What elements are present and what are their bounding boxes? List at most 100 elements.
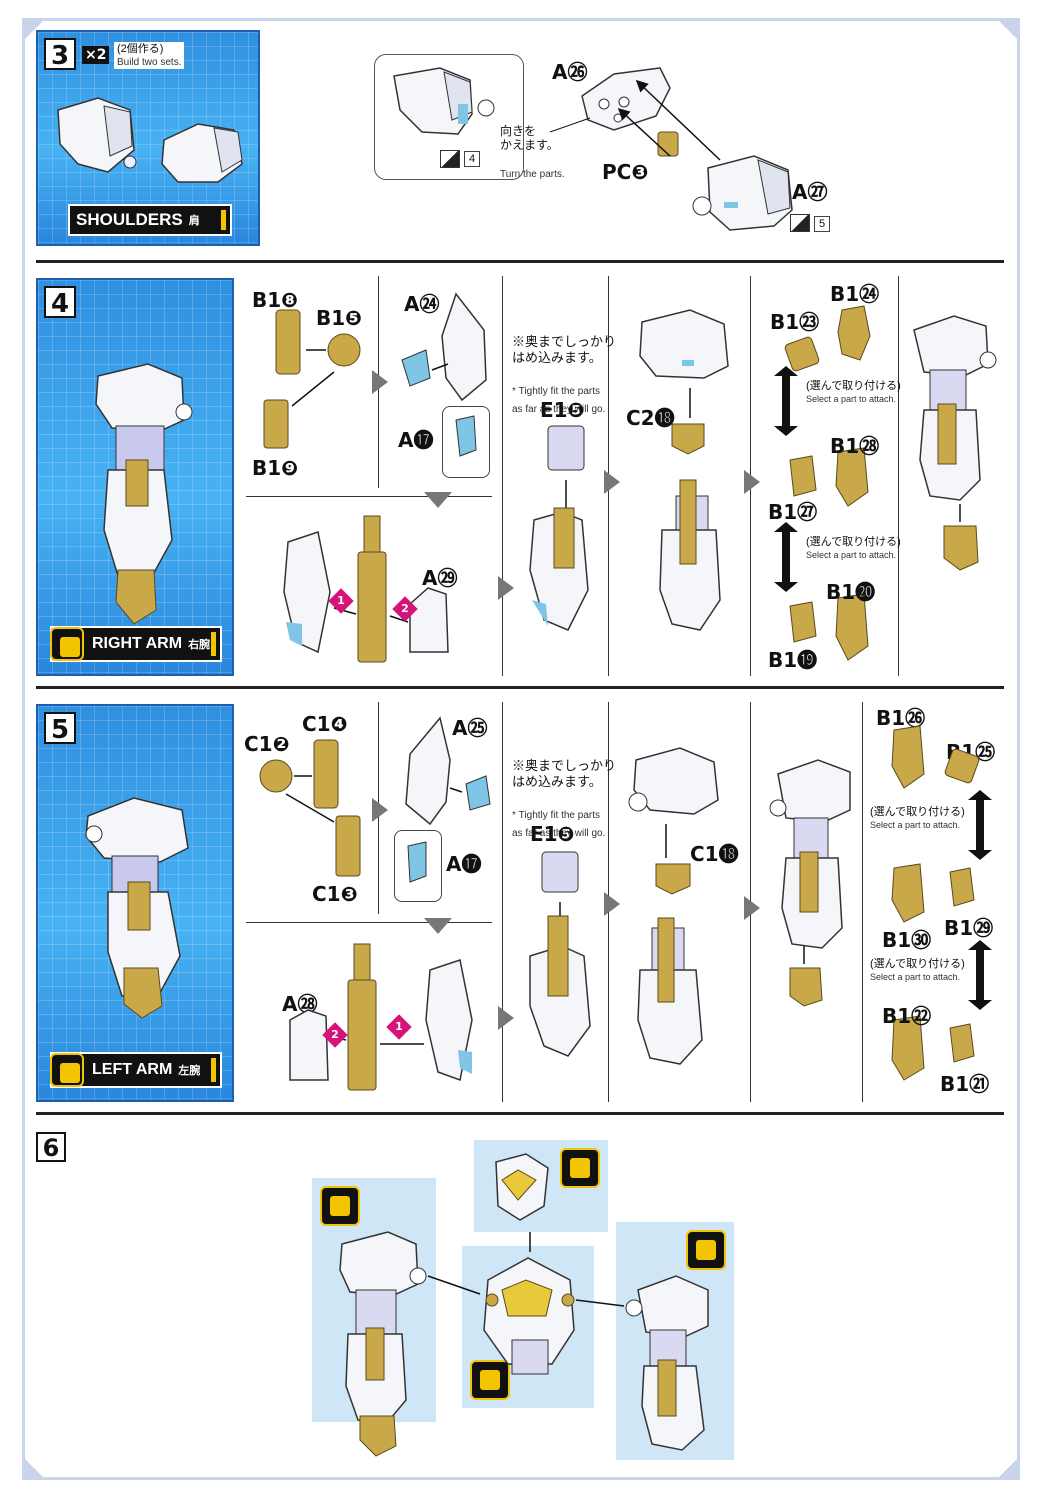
step5-number: 5 xyxy=(44,712,76,745)
select-en: Select a part to attach. xyxy=(806,394,897,404)
step3-title-jp: 肩 xyxy=(188,215,200,227)
part-label-b1-19: B1⓳ xyxy=(768,648,818,672)
part-label-b128: B1㉘ xyxy=(830,434,880,458)
sticker-icon xyxy=(790,214,810,232)
step3-title: SHOULDERS xyxy=(76,210,183,229)
step-arrow xyxy=(372,798,388,822)
divider xyxy=(502,276,503,676)
part-label-a17: A⓱ xyxy=(398,428,434,452)
marker-label: 1 xyxy=(395,1020,403,1033)
part-label-a27: A㉗ xyxy=(792,180,828,204)
part-label-c118: C1⓲ xyxy=(690,842,739,866)
step5-hand-options xyxy=(891,725,992,1081)
step4-title-plate: RIGHT ARM 右腕 xyxy=(50,626,222,662)
step3-build-note: (2個作る) Build two sets. xyxy=(114,42,185,69)
hand-icon xyxy=(50,1053,84,1087)
marker-label: 2 xyxy=(401,602,409,615)
step3-shoulder-body xyxy=(692,155,793,231)
step5-title-plate: LEFT ARM 左腕 xyxy=(50,1052,222,1088)
step-marker-2: 2 xyxy=(322,1022,348,1048)
part-label-b130: B1㉚ xyxy=(882,928,932,952)
step5-title: LEFT ARM xyxy=(92,1061,173,1078)
select-en: Select a part to attach. xyxy=(806,550,897,560)
step3-multiplier: ×2 xyxy=(82,46,110,64)
step-divider xyxy=(36,686,1004,689)
step5-shoulder-attach xyxy=(628,747,719,1065)
step4-fit-note: ※奥までしっかり はめ込みます。 * Tightly fit the parts… xyxy=(512,318,616,418)
part-label-a26: A㉖ xyxy=(552,60,588,84)
step-arrow xyxy=(372,370,388,394)
step4-gold-parts xyxy=(263,309,361,449)
step-arrow xyxy=(424,918,452,934)
part-label-a29: A㉙ xyxy=(422,566,458,590)
step6-number: 6 xyxy=(36,1132,66,1162)
step5-gold-parts xyxy=(259,739,361,877)
divider xyxy=(246,922,492,923)
step4-fit-en: * Tightly fit the parts as far as they w… xyxy=(512,386,606,415)
part-label-b18: B1❽ xyxy=(252,288,299,312)
step-divider xyxy=(36,1112,1004,1115)
step3-turn-jp: 向きを かえます。 xyxy=(500,124,559,152)
step3-en-note: Build two sets. xyxy=(117,57,182,68)
part-label-b124: B1㉔ xyxy=(830,282,880,306)
step5-forearm-armor xyxy=(405,716,491,826)
step5-fit-jp: ※奥までしっかり はめ込みます。 xyxy=(512,758,617,789)
part-label-e15: E1❺ xyxy=(540,398,585,422)
step5-fit-note: ※奥までしっかり はめ込みます。 * Tightly fit the parts… xyxy=(512,742,616,842)
part-label-b19: B1❾ xyxy=(252,456,299,480)
divider xyxy=(862,702,863,1102)
divider xyxy=(898,276,899,676)
step3-assembly-arrows xyxy=(549,79,721,161)
step4-hand-options xyxy=(774,305,871,661)
part-label-b120: B1⓴ xyxy=(826,580,876,604)
part-label-c13: C1❸ xyxy=(312,882,358,906)
step3-turn-en: Turn the parts. xyxy=(500,169,565,180)
part-label-c14: C1❹ xyxy=(302,712,348,736)
head-icon xyxy=(560,1148,600,1188)
step-arrow xyxy=(744,896,760,920)
step3-ref-a: 4 xyxy=(464,151,480,167)
step-arrow xyxy=(604,470,620,494)
part-label-pc3: PC❸ xyxy=(602,160,649,184)
step3-ref-b: 5 xyxy=(814,216,830,232)
shoulder-illustration xyxy=(57,97,243,183)
step-divider xyxy=(36,260,1004,263)
step4-e15-assembly xyxy=(529,425,589,631)
part-label-a25: A㉕ xyxy=(452,716,488,740)
hand-icon xyxy=(320,1186,360,1226)
left-arm-illustration xyxy=(85,797,189,1019)
step5-title-jp: 左腕 xyxy=(178,1065,201,1077)
select-jp: (選んで取り付ける) xyxy=(870,806,965,818)
step4-panel: 4 RIGHT ARM 右腕 xyxy=(36,278,234,676)
select-en: Select a part to attach. xyxy=(870,820,961,830)
step3-inset-shoulder xyxy=(393,67,495,135)
step5-panel: 5 LEFT ARM 左腕 xyxy=(36,704,234,1102)
step4-number: 4 xyxy=(44,286,76,319)
select-jp: (選んで取り付ける) xyxy=(806,380,901,392)
select-en: Select a part to attach. xyxy=(870,972,961,982)
step-arrow xyxy=(744,470,760,494)
part-label-b127: B1㉗ xyxy=(768,500,818,524)
divider xyxy=(502,702,503,1102)
step4-title-jp: 右腕 xyxy=(188,639,211,651)
step4-forearm-armor xyxy=(401,292,487,402)
part-label-c12: C1❷ xyxy=(244,732,290,756)
step5-select-note-1: (選んで取り付ける) Select a part to attach. xyxy=(870,806,965,832)
step4-select-note-1: (選んで取り付ける) Select a part to attach. xyxy=(806,380,901,406)
frame-corner xyxy=(996,1456,1020,1480)
step5-alt-part xyxy=(407,841,427,883)
step-arrow xyxy=(424,492,452,508)
part-label-b15: B1❺ xyxy=(316,306,363,330)
select-jp: (選んで取り付ける) xyxy=(806,536,901,548)
select-jp: (選んで取り付ける) xyxy=(870,958,965,970)
sticker-icon xyxy=(440,150,460,168)
step4-fit-jp: ※奥までしっかり はめ込みます。 xyxy=(512,334,617,365)
part-label-b122: B1㉒ xyxy=(882,1004,932,1028)
hand-icon xyxy=(686,1230,726,1270)
step-arrow xyxy=(498,1006,514,1030)
step4-title: RIGHT ARM xyxy=(92,635,183,652)
right-arm-illustration xyxy=(95,363,193,625)
step4-shoulder-attach xyxy=(639,309,729,631)
step4-arm-assembly xyxy=(283,515,449,663)
step3-jp-note: (2個作る) xyxy=(117,43,164,55)
